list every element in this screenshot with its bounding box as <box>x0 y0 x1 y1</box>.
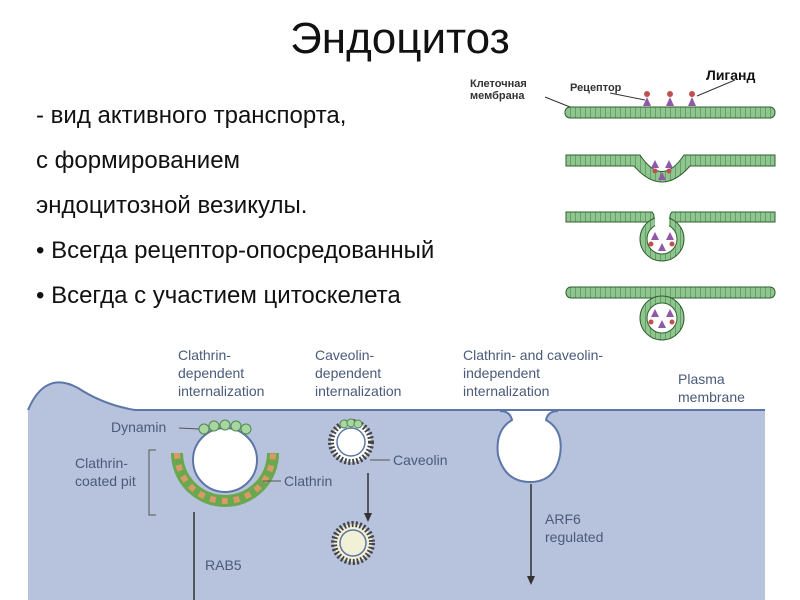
slide-title: Эндоцитоз <box>290 14 510 63</box>
bullet-list: - вид активного транспорта, с формирован… <box>36 93 556 318</box>
clathrin-coated-pit-line1: Clathrin- <box>75 455 128 471</box>
receptor-pointer-line <box>609 92 646 101</box>
clathrin-label: Clathrin <box>284 473 332 489</box>
label-membrane-line1: Клеточная <box>470 78 527 90</box>
independent-line3: internalization <box>463 383 549 399</box>
membrane-pointer-line <box>544 96 571 108</box>
bullet-line-4: • Всегда рецептор-опосредованный <box>36 237 435 264</box>
ligand-pointer-line <box>696 79 736 97</box>
bullet-line-2: с формированием <box>36 147 241 174</box>
pathway-arrows <box>193 473 535 600</box>
plasma-membrane-line1: Plasma <box>678 371 725 387</box>
independent-invagination <box>496 410 562 484</box>
arf6-line1: ARF6 <box>545 511 581 527</box>
caveolin-dependent-line2: dependent <box>315 365 381 381</box>
stage-4-vesicle <box>565 286 776 341</box>
independent-line1: Clathrin- and caveolin- <box>463 347 603 363</box>
arf6-line2: regulated <box>545 529 603 545</box>
stage-1-flat-membrane <box>544 79 776 119</box>
stage-2-invagination <box>565 154 776 183</box>
bullet-line-3: эндоцитозной везикулы. <box>36 192 308 219</box>
dynamin-label: Dynamin <box>111 419 166 435</box>
cell-cytoplasm <box>27 381 765 600</box>
clathrin-dependent-line1: Clathrin- <box>178 347 231 363</box>
plasma-membrane-line2: membrane <box>678 389 745 405</box>
bullet-line-5: • Всегда с участием цитоскелета <box>36 282 401 309</box>
clathrin-coated-pit <box>171 419 279 507</box>
caveolin-label: Caveolin <box>393 452 447 468</box>
rab5-label: RAB5 <box>205 557 242 573</box>
dynamin-ring <box>198 419 252 435</box>
independent-line2: independent <box>463 365 540 381</box>
caveolin-internalized-vesicle <box>331 521 375 565</box>
receptor-ligand-group <box>643 91 696 106</box>
stage-3-budding <box>565 211 776 262</box>
clathrin-dependent-line3: internalization <box>178 383 264 399</box>
caveolin-dependent-line3: internalization <box>315 383 401 399</box>
caveolin-vesicle <box>328 418 374 465</box>
bullet-line-1: - вид активного транспорта, <box>36 102 347 129</box>
clathrin-dependent-line2: dependent <box>178 365 244 381</box>
caveolin-dependent-line1: Caveolin- <box>315 347 374 363</box>
dynamin-pointer <box>178 427 200 430</box>
clathrin-coated-pit-line2: coated pit <box>75 473 136 489</box>
coated-pit-bracket <box>148 449 156 516</box>
label-ligand: Лиганд <box>706 67 756 83</box>
label-membrane-line2: мембрана <box>470 90 525 102</box>
label-receptor: Рецептор <box>570 82 622 94</box>
